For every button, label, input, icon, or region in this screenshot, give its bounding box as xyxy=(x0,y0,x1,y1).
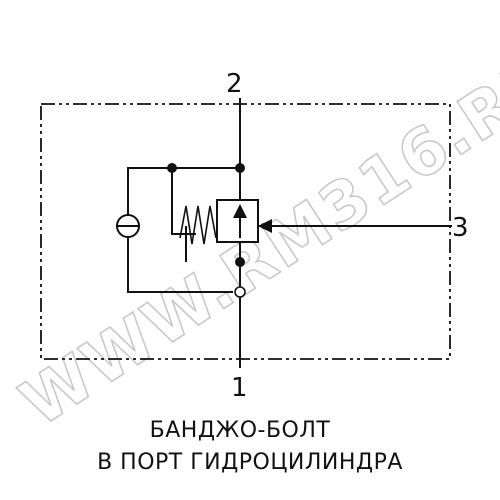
junction-dot-top-right xyxy=(235,163,245,173)
port-1-label: 1 xyxy=(231,373,248,403)
valve-envelope-boundary xyxy=(40,103,451,360)
caption-line-1: БАНДЖО-БОЛТ xyxy=(149,418,331,443)
junction-dot-top-left xyxy=(167,163,177,173)
spring-icon xyxy=(179,205,217,245)
caption-line-2: В ПОРТ ГИДРОЦИЛИНДРА xyxy=(97,450,403,475)
valve-body-square xyxy=(216,199,259,243)
valve-arrow-head-icon xyxy=(233,204,247,218)
port-2-label: 2 xyxy=(226,69,243,99)
orifice-circle-icon xyxy=(234,286,246,298)
pilot-line xyxy=(171,168,196,235)
junction-dot-right-small xyxy=(261,223,267,229)
junction-dot-lower xyxy=(235,257,245,267)
port-3-label: 3 xyxy=(452,213,469,243)
